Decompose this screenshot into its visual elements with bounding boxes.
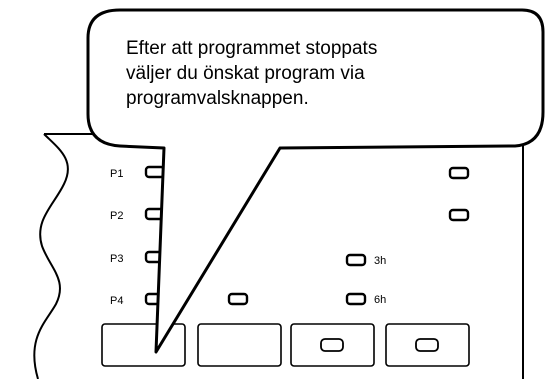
panel-button-2[interactable] [197, 323, 282, 367]
callout-line-3: programvalsknappen. [126, 88, 309, 109]
panel-button-3-indicator [320, 338, 344, 352]
speech-bubble [86, 8, 545, 354]
label-p1: P1 [110, 168, 123, 180]
timer-indicator-3h: 3h [345, 253, 386, 267]
panel-wavy-edge [33, 133, 69, 379]
program-select-button[interactable] [101, 323, 186, 367]
indicator-right-2 [448, 208, 470, 222]
label-p4: P4 [110, 295, 123, 307]
panel-button-4-indicator [415, 338, 439, 352]
callout-line-1: Efter att programmet stoppats [126, 38, 378, 59]
indicator-right-1 [448, 166, 470, 180]
label-3h: 3h [374, 255, 386, 267]
timer-indicator-6h: 6h [345, 292, 386, 306]
indicator-button-2 [227, 292, 249, 306]
label-p3: P3 [110, 253, 123, 265]
label-6h: 6h [374, 294, 386, 306]
program-indicator-p2: P2 [110, 207, 166, 222]
program-indicator-p1: P1 [110, 165, 166, 180]
callout-line-2: väljer du önskat program via [126, 63, 365, 84]
label-p2: P2 [110, 210, 123, 222]
callout-text: Efter att programmet stoppats väljer du … [126, 36, 456, 111]
program-indicator-p3: P3 [110, 250, 166, 265]
program-indicator-p4: P4 [110, 292, 166, 307]
